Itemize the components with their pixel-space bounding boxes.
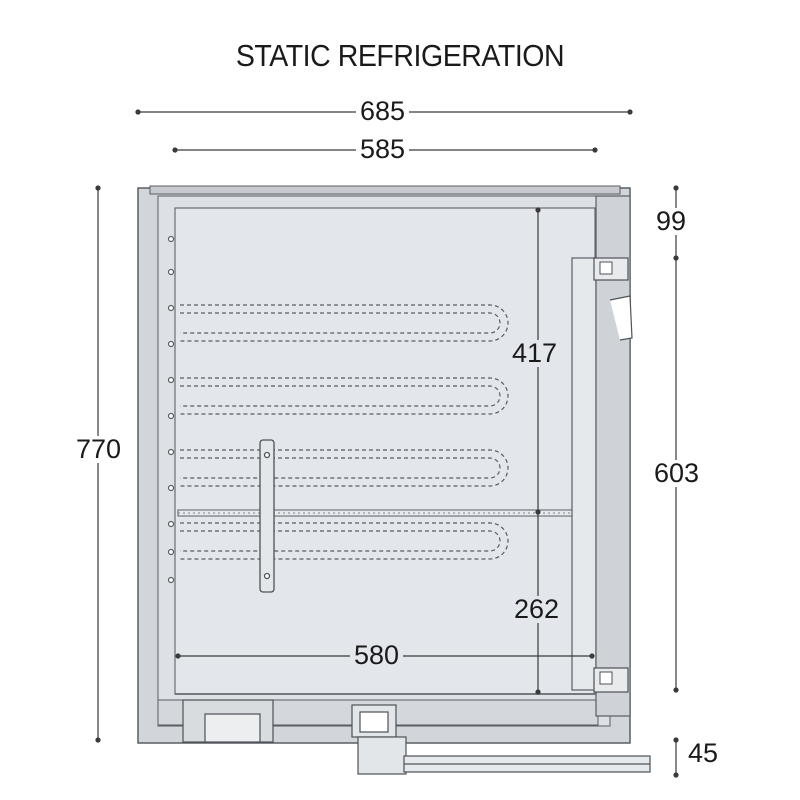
dim-upper-shelf-height: 417: [508, 340, 562, 367]
evaporator-coil: [180, 304, 509, 560]
dim-top-offset: 99: [652, 208, 691, 235]
dim-lower-shelf-height: 262: [510, 596, 564, 623]
dim-base-height: 45: [684, 740, 723, 767]
dim-door-height: 603: [650, 460, 704, 487]
door-section: [571, 195, 633, 717]
cabinet-body: [137, 185, 631, 744]
dim-shelf-width: 580: [350, 642, 404, 669]
shelf-support-holes: [167, 235, 175, 584]
base-drain-assembly: [182, 699, 651, 775]
wire-shelf: [177, 509, 584, 517]
dim-total-height: 770: [72, 436, 126, 463]
dim-overall-width: 685: [356, 98, 410, 125]
page-title: STATIC REFRIGERATION: [235, 38, 565, 73]
dim-inner-width: 585: [356, 136, 410, 163]
